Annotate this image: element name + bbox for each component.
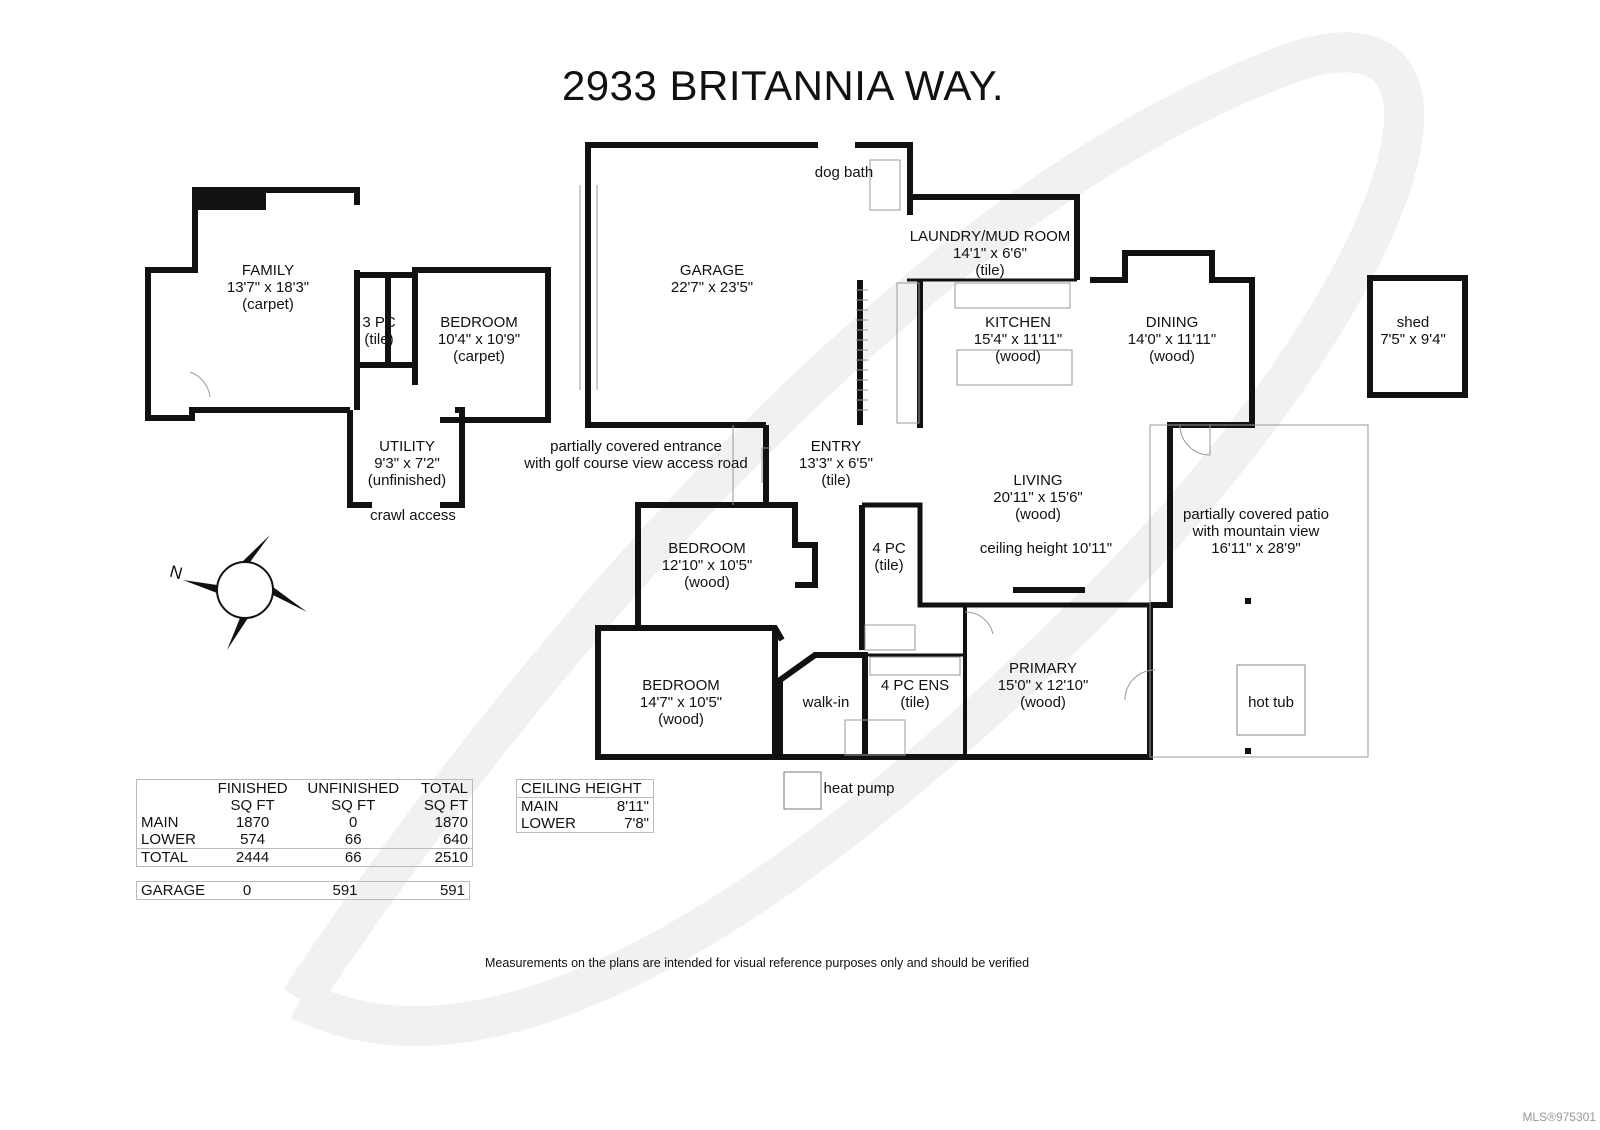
mls-number: MLS®975301 — [1522, 1110, 1596, 1124]
heat-pump-label: heat pump — [823, 780, 895, 797]
crawl-access-label: crawl access — [370, 507, 456, 524]
living-ceiling-note: ceiling height 10'11" — [979, 540, 1113, 557]
wall-family — [145, 187, 360, 421]
plan-title: 2933 BRITANNIA WAY. — [561, 62, 1005, 109]
room-4pc: 4 PC(tile) — [872, 540, 906, 574]
patio-outline — [1149, 424, 1369, 758]
wall-bedrooms — [638, 625, 785, 642]
wall-utility — [347, 410, 372, 508]
room-4pc-ens: 4 PC ENS(tile) — [880, 677, 950, 711]
room-3pc: 3 PC(tile) — [362, 314, 396, 348]
heat-pump-box — [783, 771, 822, 810]
hot-tub-label: hot tub — [1248, 694, 1294, 711]
room-dog-bath: dog bath — [814, 164, 874, 181]
room-walk-in: walk-in — [802, 694, 850, 711]
hot-tub — [1236, 664, 1306, 736]
wall-garage — [585, 142, 818, 428]
disclaimer: Measurements on the plans are intended f… — [484, 956, 1030, 970]
watermark — [283, 32, 1425, 1046]
ceiling-height-header: CEILING HEIGHT — [521, 780, 642, 797]
compass-icon — [183, 535, 307, 650]
wall-shed — [1367, 275, 1468, 398]
wall-main — [917, 280, 923, 428]
